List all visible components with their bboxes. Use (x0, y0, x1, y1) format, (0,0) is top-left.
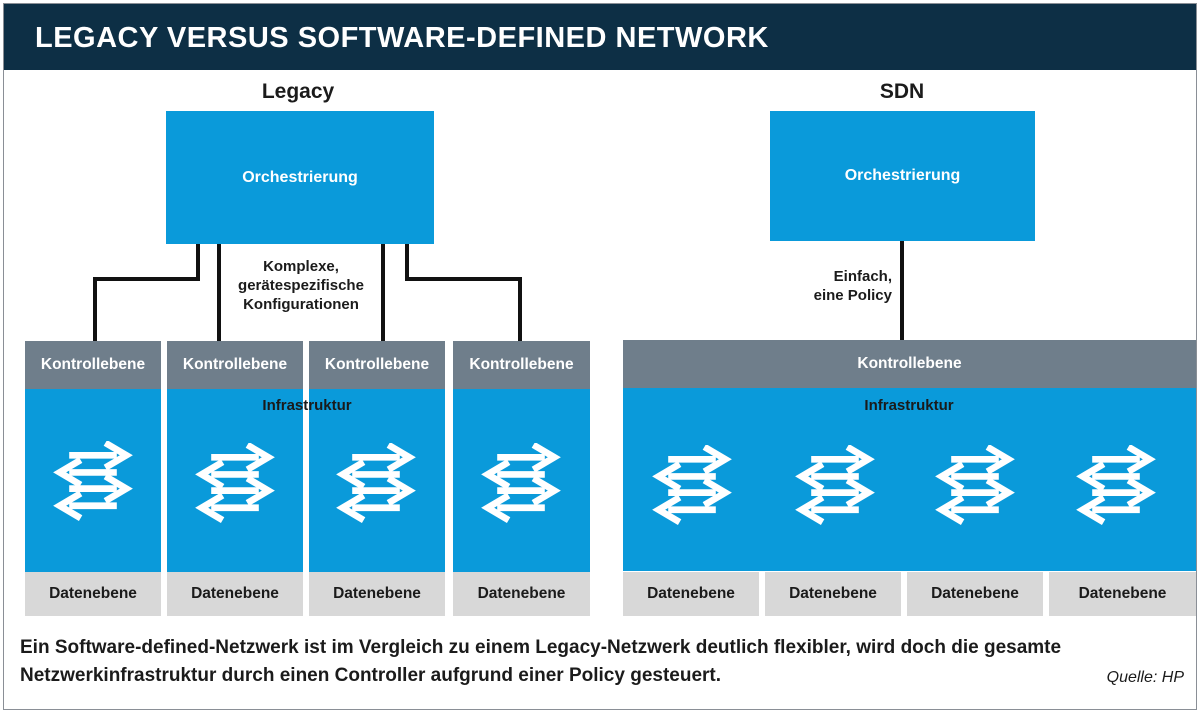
sdn-connector (900, 241, 904, 341)
legacy-label: Legacy (261, 80, 335, 103)
control-plane-label: Kontrollebene (324, 356, 430, 373)
legacy-device-2: Kontrollebene Datenebene (167, 341, 303, 616)
control-plane: Kontrollebene (25, 341, 161, 389)
switch-arrows-icon (478, 443, 564, 523)
infrastructure-block (309, 389, 445, 572)
legacy-orchestration-box: Orchestrierung (166, 111, 434, 244)
control-plane-label: Kontrollebene (40, 356, 146, 373)
legacy-connector (93, 277, 97, 341)
infrastructure-block (25, 389, 161, 572)
legacy-device-1: Kontrollebene Datenebene (25, 341, 161, 616)
switch-arrows-icon (192, 443, 278, 523)
data-plane-label: Datenebene (191, 585, 279, 602)
data-plane-label: Datenebene (931, 585, 1019, 602)
data-plane-label: Datenebene (333, 585, 421, 602)
switch-arrows-icon (50, 441, 136, 521)
title-bar: LEGACY VERSUS SOFTWARE-DEFINED NETWORK (4, 4, 1196, 70)
legacy-note-line: gerätespezifische (238, 277, 364, 294)
data-plane-label: Datenebene (789, 585, 877, 602)
sdn-orchestration-label: Orchestrierung (844, 167, 961, 184)
data-plane: Datenebene (167, 572, 303, 616)
control-plane-label: Kontrollebene (182, 356, 288, 373)
sdn-data-plane: Datenebene (907, 572, 1043, 616)
sdn-data-plane: Datenebene (623, 572, 759, 616)
sdn-data-plane: Datenebene (1049, 572, 1196, 616)
switch-arrows-icon (1073, 445, 1159, 525)
sdn-note-line: Einfach, (833, 268, 892, 285)
switch-arrows-icon (649, 445, 735, 525)
source-credit: Quelle: HP (1106, 669, 1184, 686)
caption-line: Netzwerkinfrastruktur durch einen Contro… (20, 665, 722, 686)
sdn-data-plane: Datenebene (765, 572, 901, 616)
legacy-connector (405, 244, 409, 280)
legacy-orchestration-label: Orchestrierung (242, 168, 358, 186)
control-plane-label: Kontrollebene (469, 356, 574, 373)
data-plane: Datenebene (309, 572, 445, 616)
control-plane: Kontrollebene (167, 341, 303, 389)
sdn-orchestration-box: Orchestrierung (770, 111, 1035, 241)
data-plane-label: Datenebene (477, 585, 566, 602)
data-plane-label: Datenebene (647, 585, 735, 602)
legacy-device-4: Kontrollebene Datenebene (453, 341, 590, 616)
control-plane: Kontrollebene (453, 341, 590, 389)
caption: Ein Software-defined-Netzwerk ist im Ver… (20, 634, 1180, 690)
legacy-connector (381, 244, 385, 341)
infrastructure-block (453, 389, 590, 572)
legacy-connector (196, 244, 200, 280)
switch-arrows-icon (333, 443, 419, 523)
sdn-control-plane-label: Kontrollebene (857, 355, 962, 372)
legacy-infrastructure-label: Infrastruktur (262, 397, 352, 414)
sdn-infrastructure-block: Infrastruktur (623, 388, 1196, 571)
sdn-note-line: eine Policy (813, 287, 892, 304)
control-plane: Kontrollebene (309, 341, 445, 389)
caption-line: Ein Software-defined-Netzwerk ist im Ver… (20, 637, 1062, 658)
infrastructure-block (167, 389, 303, 572)
data-plane: Datenebene (453, 572, 590, 616)
legacy-note-line: Konfigurationen (243, 296, 359, 313)
diagram-title: LEGACY VERSUS SOFTWARE-DEFINED NETWORK (35, 22, 769, 54)
switch-arrows-icon (792, 445, 878, 525)
sdn-note: Einfach, eine Policy (780, 267, 892, 305)
legacy-connector (405, 277, 522, 281)
data-plane-label: Datenebene (49, 585, 137, 602)
legacy-device-3: Kontrollebene Datenebene (309, 341, 445, 616)
legacy-connector (518, 277, 522, 341)
diagram-frame: LEGACY VERSUS SOFTWARE-DEFINED NETWORK L… (3, 3, 1197, 710)
legacy-note-line: Komplexe, (263, 258, 339, 275)
switch-arrows-icon (932, 445, 1018, 525)
data-plane-label: Datenebene (1078, 585, 1167, 602)
legacy-connector (217, 244, 221, 341)
sdn-label: SDN (879, 80, 925, 103)
legacy-connector (93, 277, 200, 281)
sdn-control-plane: Kontrollebene (623, 340, 1196, 388)
data-plane: Datenebene (25, 572, 161, 616)
sdn-infrastructure-label: Infrastruktur (864, 397, 954, 414)
legacy-note: Komplexe, gerätespezifische Konfiguratio… (226, 257, 376, 314)
